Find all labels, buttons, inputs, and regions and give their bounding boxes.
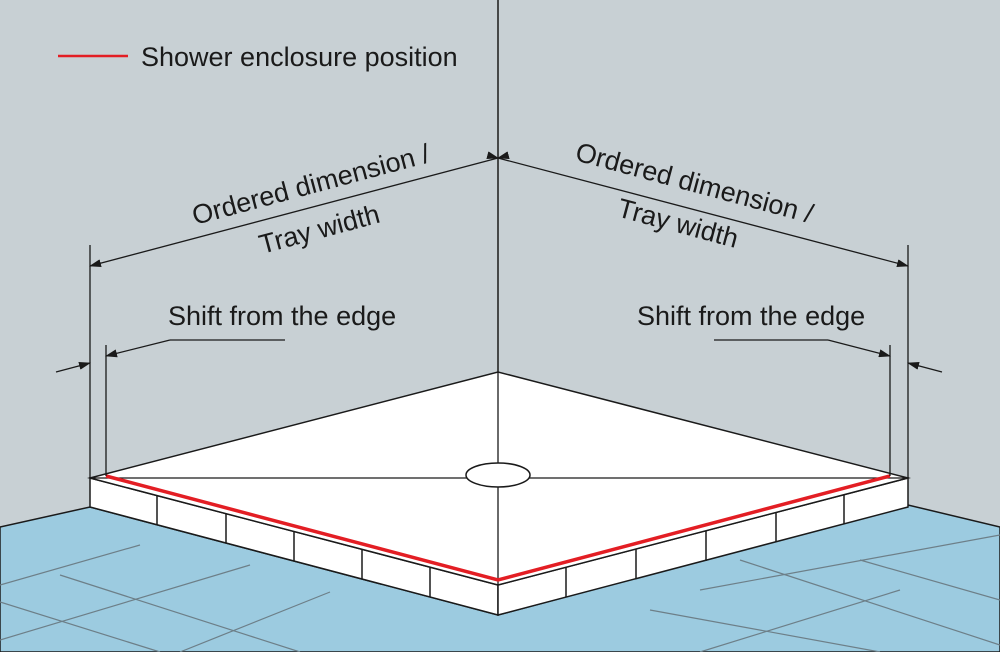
shift-dimension-left xyxy=(55,339,285,373)
extension-lines xyxy=(89,245,909,478)
enclosure-position-line xyxy=(105,474,891,582)
dimension-line-right xyxy=(486,151,909,268)
floor-tile-grid xyxy=(0,534,1000,652)
legend-label: Shower enclosure position xyxy=(141,42,458,72)
shift-right-label: Shift from the edge xyxy=(637,301,865,331)
shift-left-label: Shift from the edge xyxy=(168,301,396,331)
shift-dimension-right xyxy=(714,339,943,373)
drain xyxy=(465,462,531,488)
dimension-line-left xyxy=(89,151,510,268)
tray-side-joints xyxy=(156,495,845,597)
